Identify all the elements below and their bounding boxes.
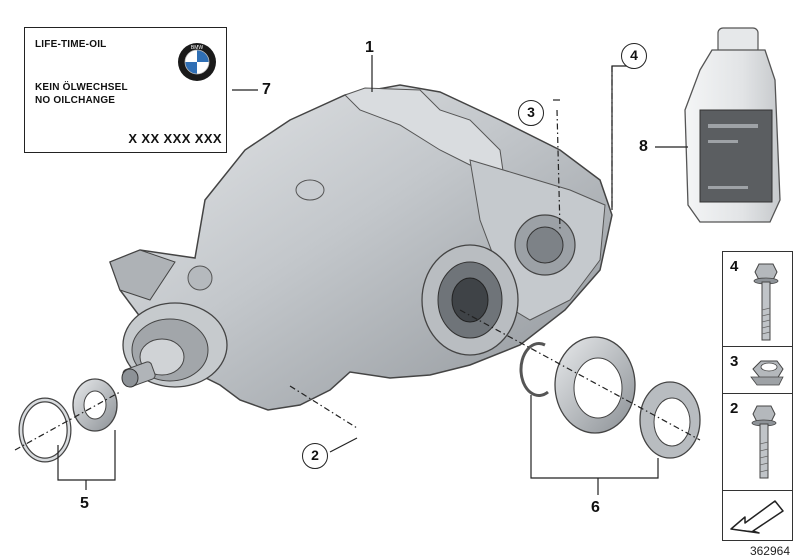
panel-cell-long-bolt: 4 [722, 251, 793, 347]
panel-cell-arrow [722, 490, 793, 541]
sticker-line-english: NO OILCHANGE [35, 95, 116, 106]
nut-icon [750, 360, 784, 386]
bmw-logo-text: BMW [191, 45, 204, 51]
sticker-line-german: KEIN ÖLWECHSEL [35, 82, 128, 93]
reference-number: 362964 [749, 544, 790, 558]
callout-2-circle: 2 [302, 443, 328, 469]
long-bolt-icon [753, 263, 779, 341]
callout-4-circle: 4 [621, 43, 647, 69]
shaft-seal-ring [18, 397, 72, 463]
leader-lines [14, 55, 701, 495]
callout-3-circle: 3 [518, 100, 544, 126]
callout-1: 1 [365, 39, 374, 56]
bmw-logo-icon: BMW [178, 43, 216, 81]
callout-6: 6 [591, 499, 600, 516]
collar-nut [72, 378, 118, 432]
panel-cell-nut: 3 [722, 346, 793, 394]
bearing-ring [639, 381, 701, 459]
differential-housing [109, 84, 613, 411]
oil-bottle [684, 27, 781, 223]
label-sticker: LIFE-TIME-OIL KEIN ÖLWECHSEL NO OILCHANG… [24, 27, 227, 153]
arrow-down-left-icon [730, 500, 784, 534]
sticker-title: LIFE-TIME-OIL [35, 39, 107, 50]
panel-cell-short-bolt: 2 [722, 393, 793, 491]
panel-label-3: 3 [730, 353, 739, 370]
callout-5: 5 [80, 495, 89, 512]
short-bolt-icon [751, 405, 777, 479]
hardware-panel: 4 3 2 [722, 251, 793, 541]
panel-label-2: 2 [730, 400, 739, 417]
sticker-part-number: X XX XXX XXX [128, 131, 222, 146]
callout-7: 7 [262, 81, 271, 98]
callout-8: 8 [639, 138, 648, 155]
panel-label-4: 4 [730, 258, 739, 275]
circlip [519, 342, 549, 397]
flange-seal [554, 336, 636, 434]
